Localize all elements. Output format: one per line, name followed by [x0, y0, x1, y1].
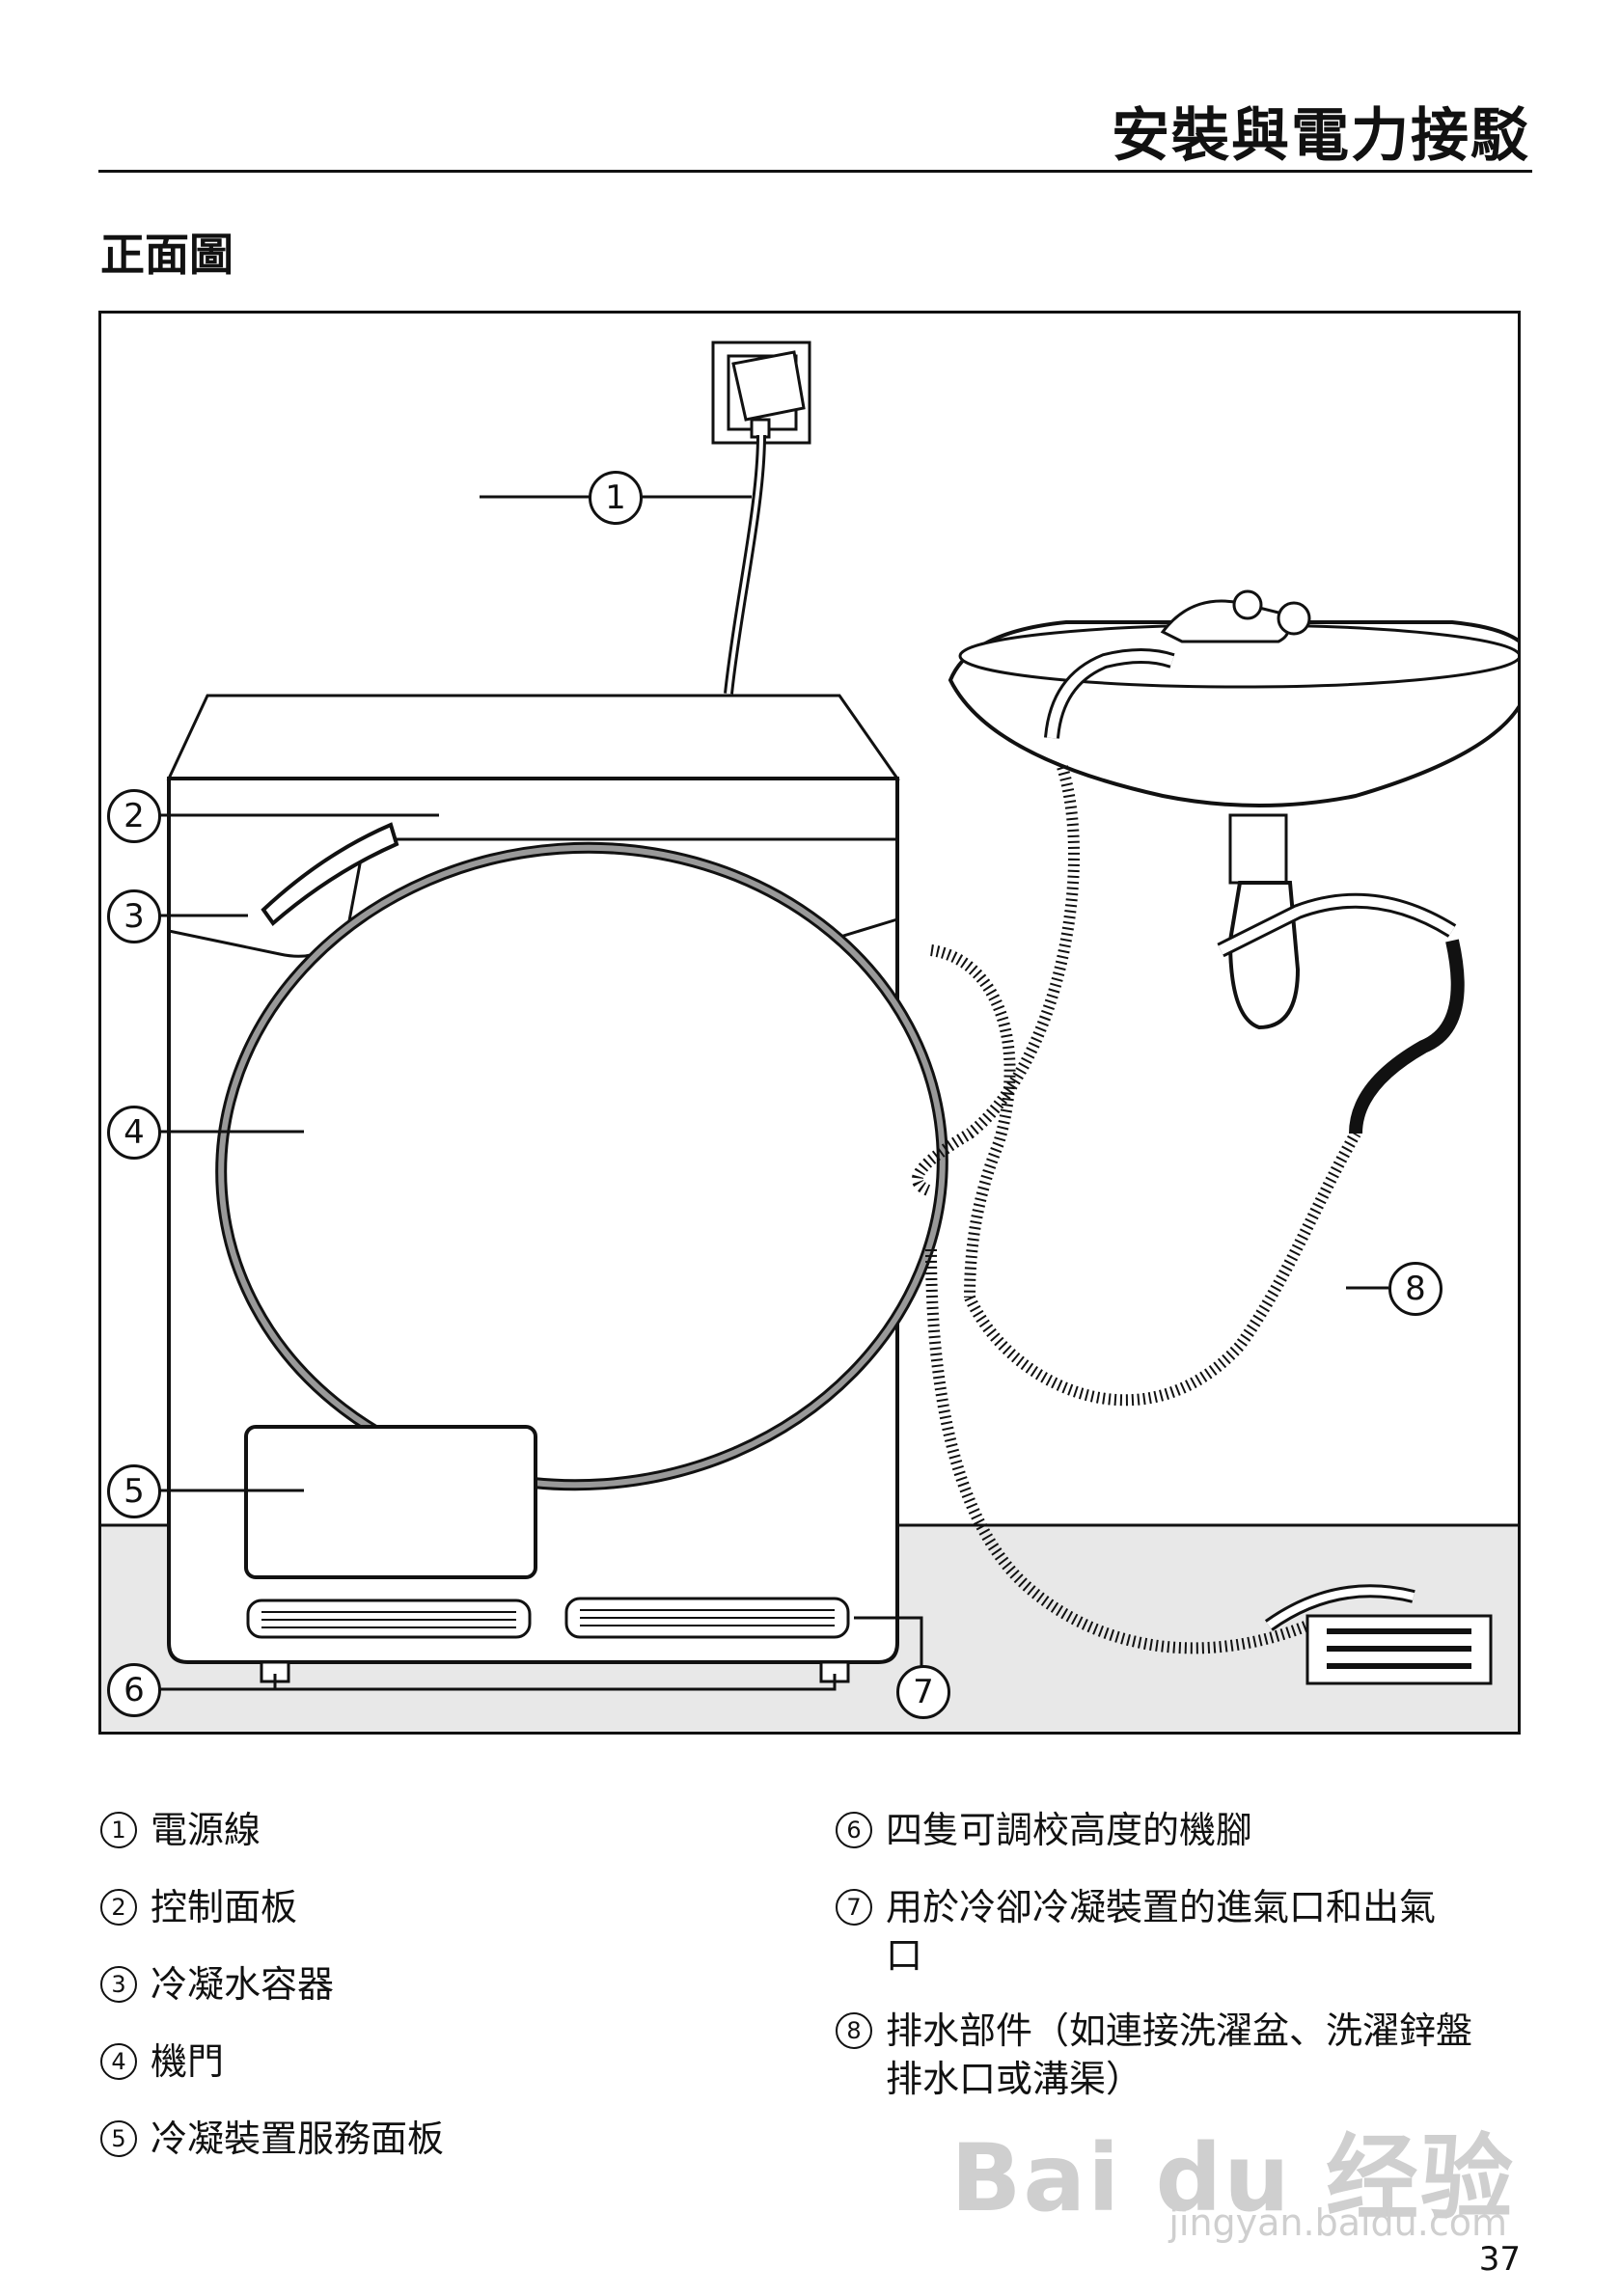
legend-item-door: 4 機門 [100, 2037, 224, 2086]
legend-text: 用於冷卻冷凝裝置的進氣口和出氣 口 [886, 1883, 1436, 1980]
legend-number: 6 [836, 1812, 872, 1848]
callout-3: 3 [107, 889, 161, 943]
legend-item-service-panel: 5 冷凝裝置服務面板 [100, 2115, 444, 2163]
dryer [169, 696, 964, 1681]
diagram-svg [101, 314, 1521, 1735]
legend-number: 4 [100, 2043, 137, 2080]
legend-text: 機門 [151, 2037, 224, 2086]
legend-item-control-panel: 2 控制面板 [100, 1883, 297, 1931]
legend-text: 排水部件（如連接洗濯盆、洗濯鋅盤 排水口或溝渠） [886, 2007, 1472, 2103]
page-number: 37 [1479, 2240, 1521, 2279]
section-title: 正面圖 [100, 220, 234, 284]
watermark-url: jingyan.baidu.com [1168, 2201, 1507, 2244]
legend-text: 電源線 [151, 1806, 261, 1854]
dryer-front-view-diagram: 1 2 3 4 5 6 7 8 [98, 311, 1521, 1735]
callout-7: 7 [896, 1665, 950, 1719]
callout-5: 5 [107, 1464, 161, 1518]
legend-item-drain-parts: 8 排水部件（如連接洗濯盆、洗濯鋅盤 排水口或溝渠） [836, 2007, 1530, 2103]
callout-4: 4 [107, 1106, 161, 1160]
header-divider [98, 170, 1532, 173]
legend-item-power-cable: 1 電源線 [100, 1806, 261, 1854]
legend-number: 2 [100, 1889, 137, 1926]
callout-2: 2 [107, 789, 161, 843]
legend-text: 冷凝裝置服務面板 [151, 2115, 444, 2163]
legend-text: 冷凝水容器 [151, 1960, 334, 2009]
legend-item-condensate-container: 3 冷凝水容器 [100, 1960, 334, 2009]
drain-hose [970, 1134, 1356, 1400]
legend-text: 控制面板 [151, 1883, 297, 1931]
legend-number: 7 [836, 1889, 872, 1926]
callout-1: 1 [589, 471, 643, 525]
legend-number: 5 [100, 2120, 137, 2157]
callout-6: 6 [107, 1663, 161, 1717]
legend-item-air-vents: 7 用於冷卻冷凝裝置的進氣口和出氣 口 [836, 1883, 1530, 1980]
wall-socket [713, 342, 810, 443]
wash-basin [950, 591, 1521, 1027]
legend-number: 8 [836, 2012, 872, 2049]
legend-text: 四隻可調校高度的機腳 [886, 1806, 1252, 1854]
legend-number: 1 [100, 1812, 137, 1848]
legend-number: 3 [100, 1966, 137, 2003]
page-header-title: 安裝與電力接駁 [1112, 89, 1530, 173]
legend-item-feet: 6 四隻可調校高度的機腳 [836, 1806, 1252, 1854]
callout-8: 8 [1388, 1262, 1442, 1316]
